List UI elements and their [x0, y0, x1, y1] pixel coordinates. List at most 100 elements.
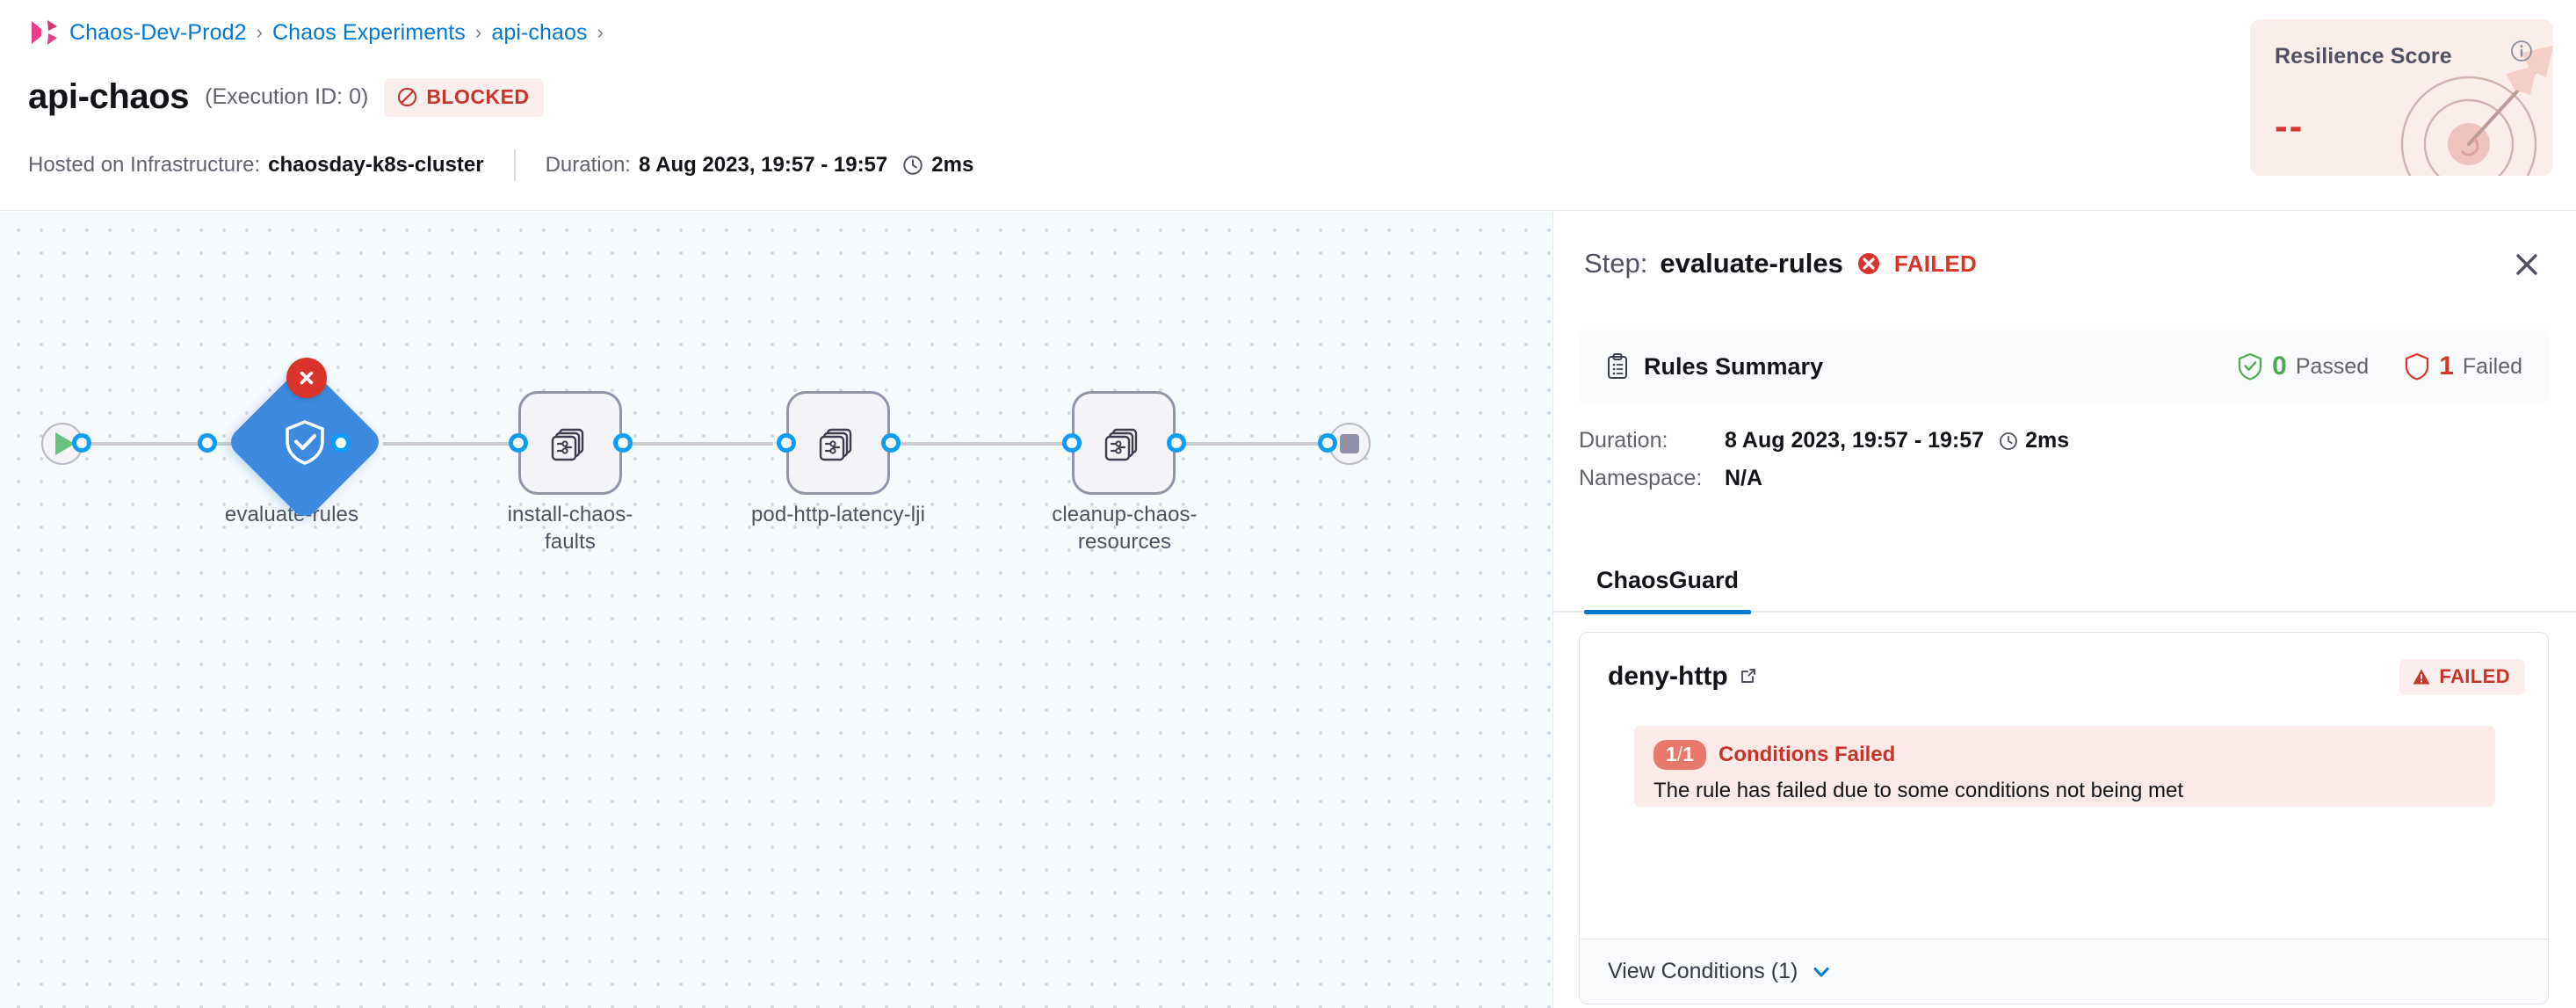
stop-icon — [1340, 434, 1359, 453]
conditions-total-count: 1 — [1682, 743, 1694, 765]
view-conditions-label: View Conditions (1) — [1608, 959, 1798, 983]
rules-passed-label: Passed — [2295, 353, 2370, 379]
warning-triangle-icon — [2413, 669, 2430, 684]
detail-key: Namespace: — [1579, 466, 1703, 490]
breadcrumb-item-experiments[interactable]: Chaos Experiments — [272, 19, 466, 45]
breadcrumb-item-api-chaos[interactable]: api-chaos — [491, 19, 588, 45]
view-conditions-toggle[interactable]: View Conditions (1) — [1580, 939, 2548, 1004]
conditions-failed-title: Conditions Failed — [1718, 743, 1896, 766]
detail-key: Duration: — [1579, 428, 1668, 453]
breadcrumb: Chaos-Dev-Prod2 › Chaos Experiments › ap… — [30, 19, 604, 46]
rules-failed-label: Failed — [2462, 353, 2522, 379]
detail-row-duration: Duration: 8 Aug 2023, 19:57 - 19:57 2ms — [1579, 428, 2069, 453]
rule-card-deny-http: deny-http FAILED 1/1 Condit — [1579, 632, 2549, 1004]
shield-check-green-icon — [2239, 352, 2262, 381]
graph-port — [881, 433, 901, 453]
play-icon — [54, 432, 75, 455]
graph-port — [72, 433, 91, 453]
pipeline-graph-canvas[interactable]: evaluate-rules install-chaos-faults — [0, 212, 1553, 1008]
graph-port — [198, 433, 217, 453]
chaos-fault-stack-icon — [551, 428, 584, 461]
rules-summary-left: Rules Summary — [1605, 353, 1823, 381]
breadcrumb-separator: › — [474, 21, 482, 43]
rule-status-badge: FAILED — [2399, 658, 2525, 695]
conditions-count-badge: 1/1 — [1653, 740, 1706, 770]
graph-start-node[interactable] — [41, 423, 83, 465]
detail-value: 8 Aug 2023, 19:57 - 19:57 2ms — [1725, 428, 2069, 453]
graph-node-pod-http-latency[interactable] — [786, 391, 890, 495]
rule-name: deny-http — [1608, 662, 1728, 691]
tab-label: ChaosGuard — [1596, 567, 1740, 593]
breadcrumb-separator: › — [256, 21, 264, 43]
rules-failed-count: 1 — [2439, 352, 2454, 381]
chaos-fault-stack-icon — [819, 428, 852, 461]
execution-meta: Hosted on Infrastructure: chaosday-k8s-c… — [28, 149, 973, 181]
target-arrow-icon — [2400, 46, 2553, 176]
execution-id: (Execution ID: 0) — [205, 84, 369, 109]
panel-tabs: ChaosGuard — [1554, 548, 2576, 614]
rules-passed-stat: 0 Passed — [2237, 352, 2369, 381]
graph-port — [1318, 433, 1337, 453]
detail-value-text: 8 Aug 2023, 19:57 - 19:57 — [1725, 428, 1985, 453]
error-x-icon — [286, 358, 327, 398]
clock-icon — [2000, 431, 2017, 450]
graph-edge — [1184, 442, 1329, 446]
graph-edge — [615, 442, 773, 446]
clock-icon — [903, 156, 923, 175]
conditions-failed-header: 1/1 Conditions Failed — [1653, 740, 2476, 770]
graph-node-cleanup-chaos-resources[interactable] — [1072, 391, 1176, 495]
conditions-count-separator: / — [1676, 743, 1683, 765]
graph-port — [777, 433, 796, 453]
infrastructure-value: chaosday-k8s-cluster — [268, 153, 484, 177]
step-prefix-label: Step: — [1584, 248, 1648, 279]
step-details-header: Step: evaluate-rules FAILED — [1554, 212, 2576, 315]
breadcrumb-item-project[interactable]: Chaos-Dev-Prod2 — [69, 19, 247, 45]
blocked-circle-icon — [398, 87, 417, 106]
detail-value-elapsed: 2ms — [2025, 428, 2070, 453]
page-header: Chaos-Dev-Prod2 › Chaos Experiments › ap… — [0, 0, 2576, 211]
graph-node-label: pod-http-latency-lji — [750, 503, 926, 526]
rule-status-label: FAILED — [2439, 664, 2510, 687]
resilience-score-value: -- — [2275, 105, 2305, 148]
info-circle-icon[interactable] — [2509, 39, 2534, 63]
duration-elapsed: 2ms — [931, 153, 974, 177]
title-row: api-chaos (Execution ID: 0) BLOCKED — [28, 77, 544, 117]
step-details-panel: Step: evaluate-rules FAILED — [1554, 212, 2576, 1008]
rule-card-header: deny-http FAILED — [1608, 656, 2525, 698]
chevron-down-icon — [1813, 967, 1829, 976]
error-x-icon — [1857, 253, 1879, 274]
shield-red-icon — [2406, 352, 2429, 381]
graph-node-install-chaos-faults[interactable] — [518, 391, 622, 495]
graph-port — [509, 433, 528, 453]
close-icon[interactable] — [2509, 247, 2544, 282]
duration-value: 8 Aug 2023, 19:57 - 19:57 — [638, 153, 888, 177]
graph-port — [1062, 433, 1082, 453]
external-link-icon[interactable] — [1737, 666, 1758, 687]
x-glyph — [300, 371, 314, 385]
step-status-label: FAILED — [1893, 250, 1978, 277]
chaos-fault-stack-icon — [1104, 428, 1138, 461]
graph-port — [613, 433, 633, 453]
detail-row-namespace: Namespace: N/A — [1579, 466, 2069, 491]
detail-value: N/A — [1725, 466, 1762, 491]
graph-node-label: cleanup-chaos-resources — [1052, 503, 1198, 554]
status-badge-label: BLOCKED — [426, 84, 530, 108]
breadcrumb-separator-trailing: › — [597, 21, 604, 43]
step-name: evaluate-rules — [1660, 248, 1843, 279]
duration-label: Duration: — [545, 153, 631, 177]
rules-summary-stats: 0 Passed 1 Failed — [2237, 352, 2522, 381]
resilience-score-card: Resilience Score -- — [2250, 19, 2553, 176]
graph-edge — [383, 442, 524, 446]
harness-logo-icon — [32, 20, 57, 45]
status-badge: BLOCKED — [384, 77, 544, 117]
tab-chaosguard[interactable]: ChaosGuard — [1584, 548, 1752, 614]
rules-passed-count: 0 — [2272, 352, 2287, 381]
meta-divider — [513, 149, 516, 181]
conditions-failed-description: The rule has failed due to some conditio… — [1653, 779, 2184, 802]
graph-end-node[interactable] — [1328, 423, 1371, 465]
conditions-failed-box: 1/1 Conditions Failed The rule has faile… — [1634, 726, 2495, 807]
rules-failed-stat: 1 Failed — [2404, 352, 2522, 381]
rules-summary-card: Rules Summary 0 Passed 1 Failed — [1579, 330, 2549, 403]
page-title: api-chaos — [28, 77, 190, 116]
